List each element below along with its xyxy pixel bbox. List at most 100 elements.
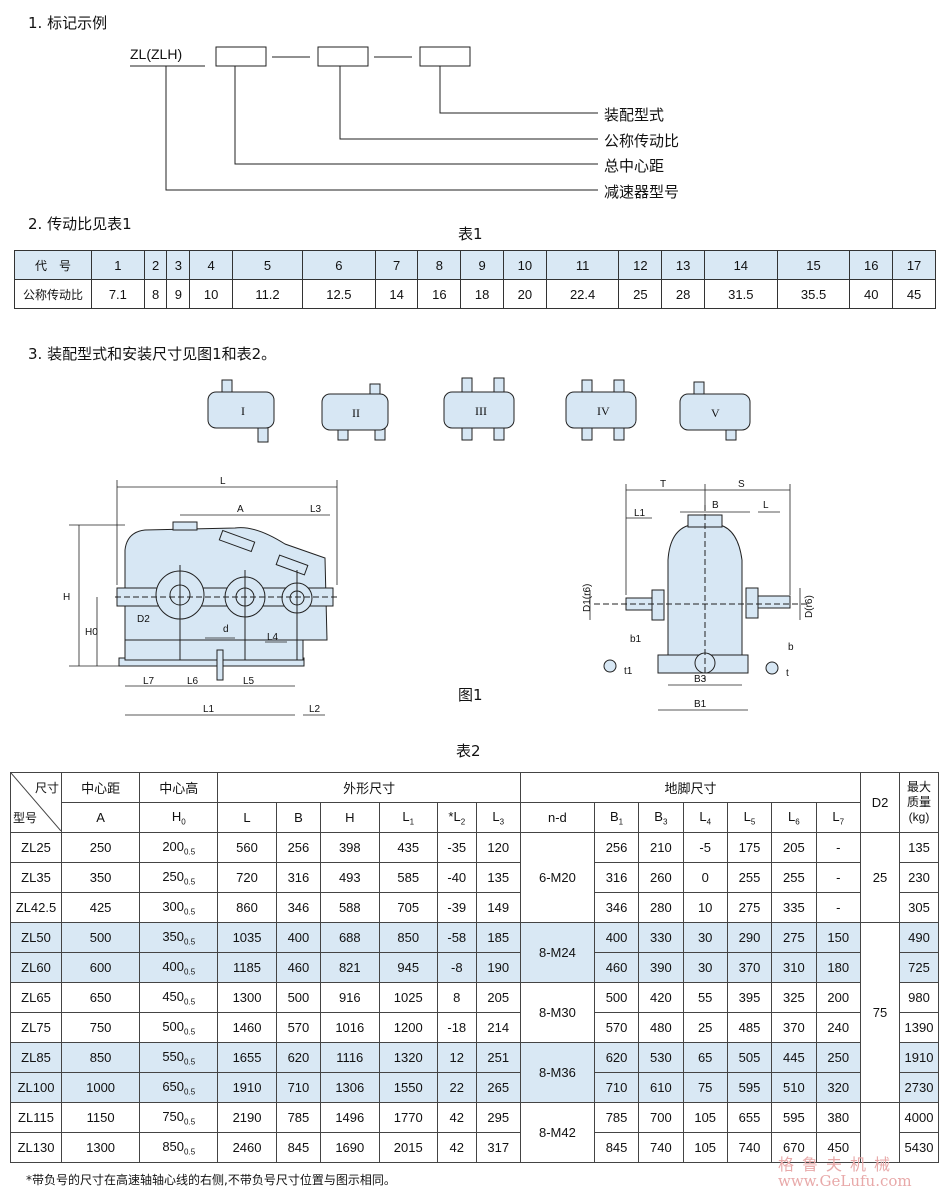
label-nominal-ratio: 公称传动比	[604, 132, 680, 150]
model-prefix: ZL(ZLH)	[130, 46, 183, 62]
l1-cell: 2015	[378, 1132, 438, 1163]
l2-cell: 42	[436, 1132, 477, 1163]
dim-L2: L2	[309, 704, 321, 715]
l6-cell: 335	[771, 892, 817, 923]
b-cell: 460	[275, 952, 322, 983]
h0-cell: 2000.5	[139, 832, 219, 863]
dim-b1: b1	[630, 634, 642, 645]
b1-cell: 710	[593, 1072, 640, 1103]
header-center-height: 中心高	[139, 772, 219, 803]
h0-cell: 3000.5	[139, 892, 219, 923]
l2-cell: 8	[436, 982, 477, 1013]
l2-cell: 22	[436, 1072, 477, 1103]
l6-cell: 595	[771, 1102, 817, 1133]
nd-cell: 6-M20	[519, 832, 595, 923]
table2-subheader: B	[275, 802, 322, 833]
table1-ratio-cell: 31.5	[703, 279, 778, 309]
table1-ratio-cell: 35.5	[776, 279, 851, 309]
dim-L: L	[220, 476, 226, 487]
weight-cell: 1910	[899, 1042, 939, 1073]
table1-code-cell: 1	[91, 250, 145, 280]
table2-subheader: n-d	[519, 802, 595, 833]
b-cell: 316	[275, 862, 322, 893]
l2-cell: -39	[436, 892, 477, 923]
l7-cell: 250	[815, 1042, 862, 1073]
l6-cell: 255	[771, 862, 817, 893]
l7-cell: 180	[815, 952, 862, 983]
h-cell: 821	[320, 952, 380, 983]
l2-cell: 42	[436, 1102, 477, 1133]
l5-cell: 485	[726, 1012, 773, 1043]
d2-cell	[860, 1102, 900, 1163]
l6-cell: 310	[771, 952, 817, 983]
h-cell: 1116	[320, 1042, 380, 1073]
header-model: 型号	[13, 811, 38, 825]
l3-cell: 265	[475, 1072, 521, 1103]
dim-L5: L5	[243, 676, 255, 687]
header-size: 尺寸	[34, 781, 59, 795]
h0-cell: 7500.5	[139, 1102, 219, 1133]
table1-ratio-cell: 28	[661, 279, 705, 309]
l5-cell: 595	[726, 1072, 773, 1103]
l2-cell: 12	[436, 1042, 477, 1073]
l7-cell: -	[815, 832, 862, 863]
l-cell: 720	[217, 862, 277, 893]
l4-cell: 25	[682, 1012, 728, 1043]
l5-cell: 175	[726, 832, 773, 863]
b-cell: 346	[275, 892, 322, 923]
l1-cell: 1025	[378, 982, 438, 1013]
l-cell: 2190	[217, 1102, 277, 1133]
l1-cell: 1200	[378, 1012, 438, 1043]
table2-subheader: L3	[475, 802, 521, 833]
l3-cell: 214	[475, 1012, 521, 1043]
l-cell: 2460	[217, 1132, 277, 1163]
dim-D1: D1(r6)	[582, 584, 593, 612]
b1-cell: 256	[593, 832, 640, 863]
model-cell: ZL50	[10, 922, 62, 953]
l6-cell: 325	[771, 982, 817, 1013]
b3-cell: 420	[638, 982, 684, 1013]
a-cell: 425	[60, 892, 141, 923]
b1-cell: 400	[593, 922, 640, 953]
form-v: V	[679, 381, 751, 441]
table1-code-cell: 5	[231, 250, 304, 280]
weight-cell: 230	[899, 862, 939, 893]
l4-cell: 75	[682, 1072, 728, 1103]
l4-cell: 105	[682, 1132, 728, 1163]
b3-cell: 210	[638, 832, 684, 863]
table1-code-cell: 7	[374, 250, 419, 280]
form-ii-label: II	[352, 406, 360, 420]
b3-cell: 700	[638, 1102, 684, 1133]
l4-cell: 55	[682, 982, 728, 1013]
table2-subheader: L4	[682, 802, 728, 833]
dim-L7: L7	[143, 676, 155, 687]
l-cell: 1035	[217, 922, 277, 953]
a-cell: 600	[60, 952, 141, 983]
table1-code-cell: 17	[892, 250, 936, 280]
section2-title: 2. 传动比见表1	[28, 215, 132, 233]
h-cell: 688	[320, 922, 380, 953]
l6-cell: 670	[771, 1132, 817, 1163]
l3-cell: 190	[475, 952, 521, 983]
nd-cell: 8-M30	[519, 982, 595, 1043]
b-cell: 845	[275, 1132, 322, 1163]
table1-ratio-cell: 18	[460, 279, 504, 309]
a-cell: 1000	[60, 1072, 141, 1103]
l4-cell: 105	[682, 1102, 728, 1133]
header-outline: 外形尺寸	[217, 772, 521, 803]
dim-d: d	[223, 624, 229, 635]
l3-cell: 185	[475, 922, 521, 953]
b-cell: 620	[275, 1042, 322, 1073]
a-cell: 1300	[60, 1132, 141, 1163]
l5-cell: 505	[726, 1042, 773, 1073]
figure1-caption: 图1	[458, 686, 483, 704]
h-cell: 588	[320, 892, 380, 923]
l5-cell: 395	[726, 982, 773, 1013]
b-cell: 256	[275, 832, 322, 863]
l2-cell: -40	[436, 862, 477, 893]
marking-diagram	[130, 46, 598, 191]
l-cell: 860	[217, 892, 277, 923]
table1-code-cell: 15	[776, 250, 851, 280]
b-cell: 400	[275, 922, 322, 953]
table1-code-cell: 16	[849, 250, 894, 280]
